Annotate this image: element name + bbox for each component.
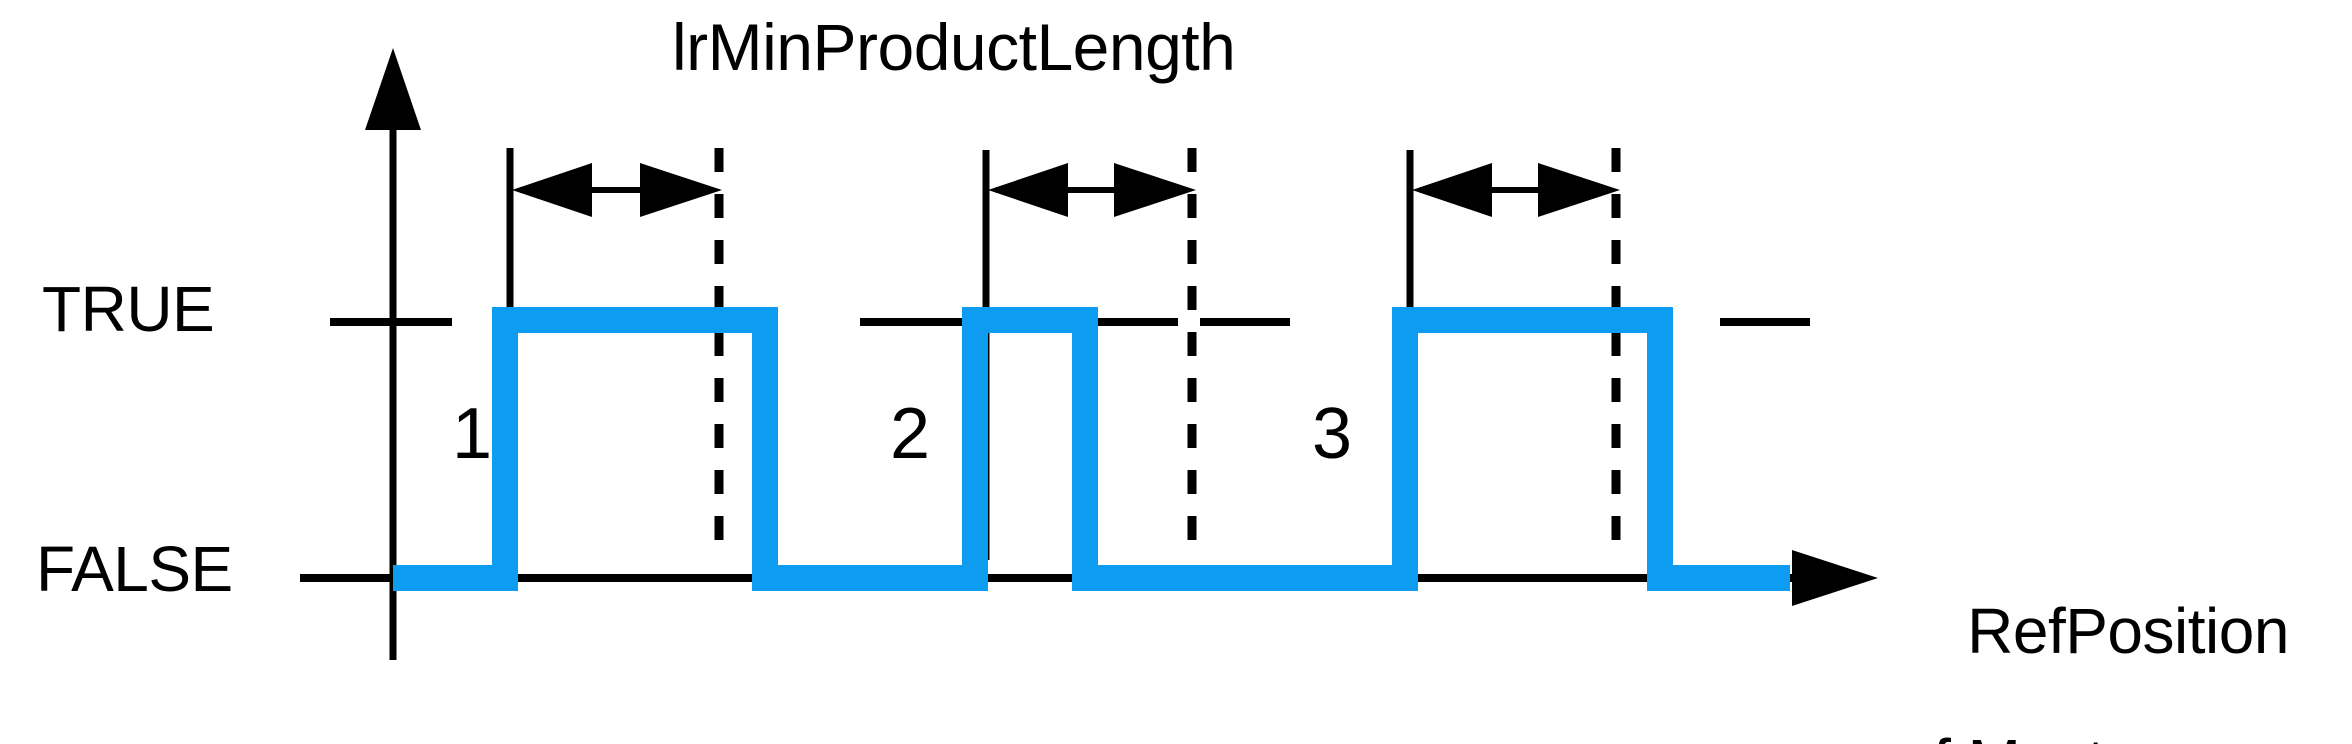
y-axis-label-true: TRUE <box>42 273 215 345</box>
x-axis-label-line-1: RefPosition <box>1967 595 2289 668</box>
x-axis-label-line-2: of Master <box>1898 729 2289 744</box>
chart-title: lrMinProductLength <box>672 10 1236 84</box>
y-axis-label-false: FALSE <box>36 533 233 605</box>
pulse-number-1: 1 <box>452 394 492 474</box>
arrow-head-right-1 <box>640 163 722 217</box>
arrow-head-left-3 <box>1412 163 1492 217</box>
arrow-head-left-1 <box>512 163 592 217</box>
arrow-head-right-2 <box>1114 163 1196 217</box>
pulse-3-measurement-guides <box>1406 148 1621 560</box>
pulse-1-measurement-guides <box>506 148 724 560</box>
arrow-head-left-2 <box>988 163 1068 217</box>
pulse-number-2: 2 <box>890 394 930 474</box>
x-axis-arrowhead <box>1792 550 1878 606</box>
arrow-head-right-3 <box>1538 163 1620 217</box>
pulse-number-3: 3 <box>1312 394 1352 474</box>
x-axis-label: RefPosition of Master <box>1898 534 2289 744</box>
signal-trace <box>393 307 1790 591</box>
y-axis-arrowhead <box>365 48 421 130</box>
x-axis <box>300 550 1878 606</box>
